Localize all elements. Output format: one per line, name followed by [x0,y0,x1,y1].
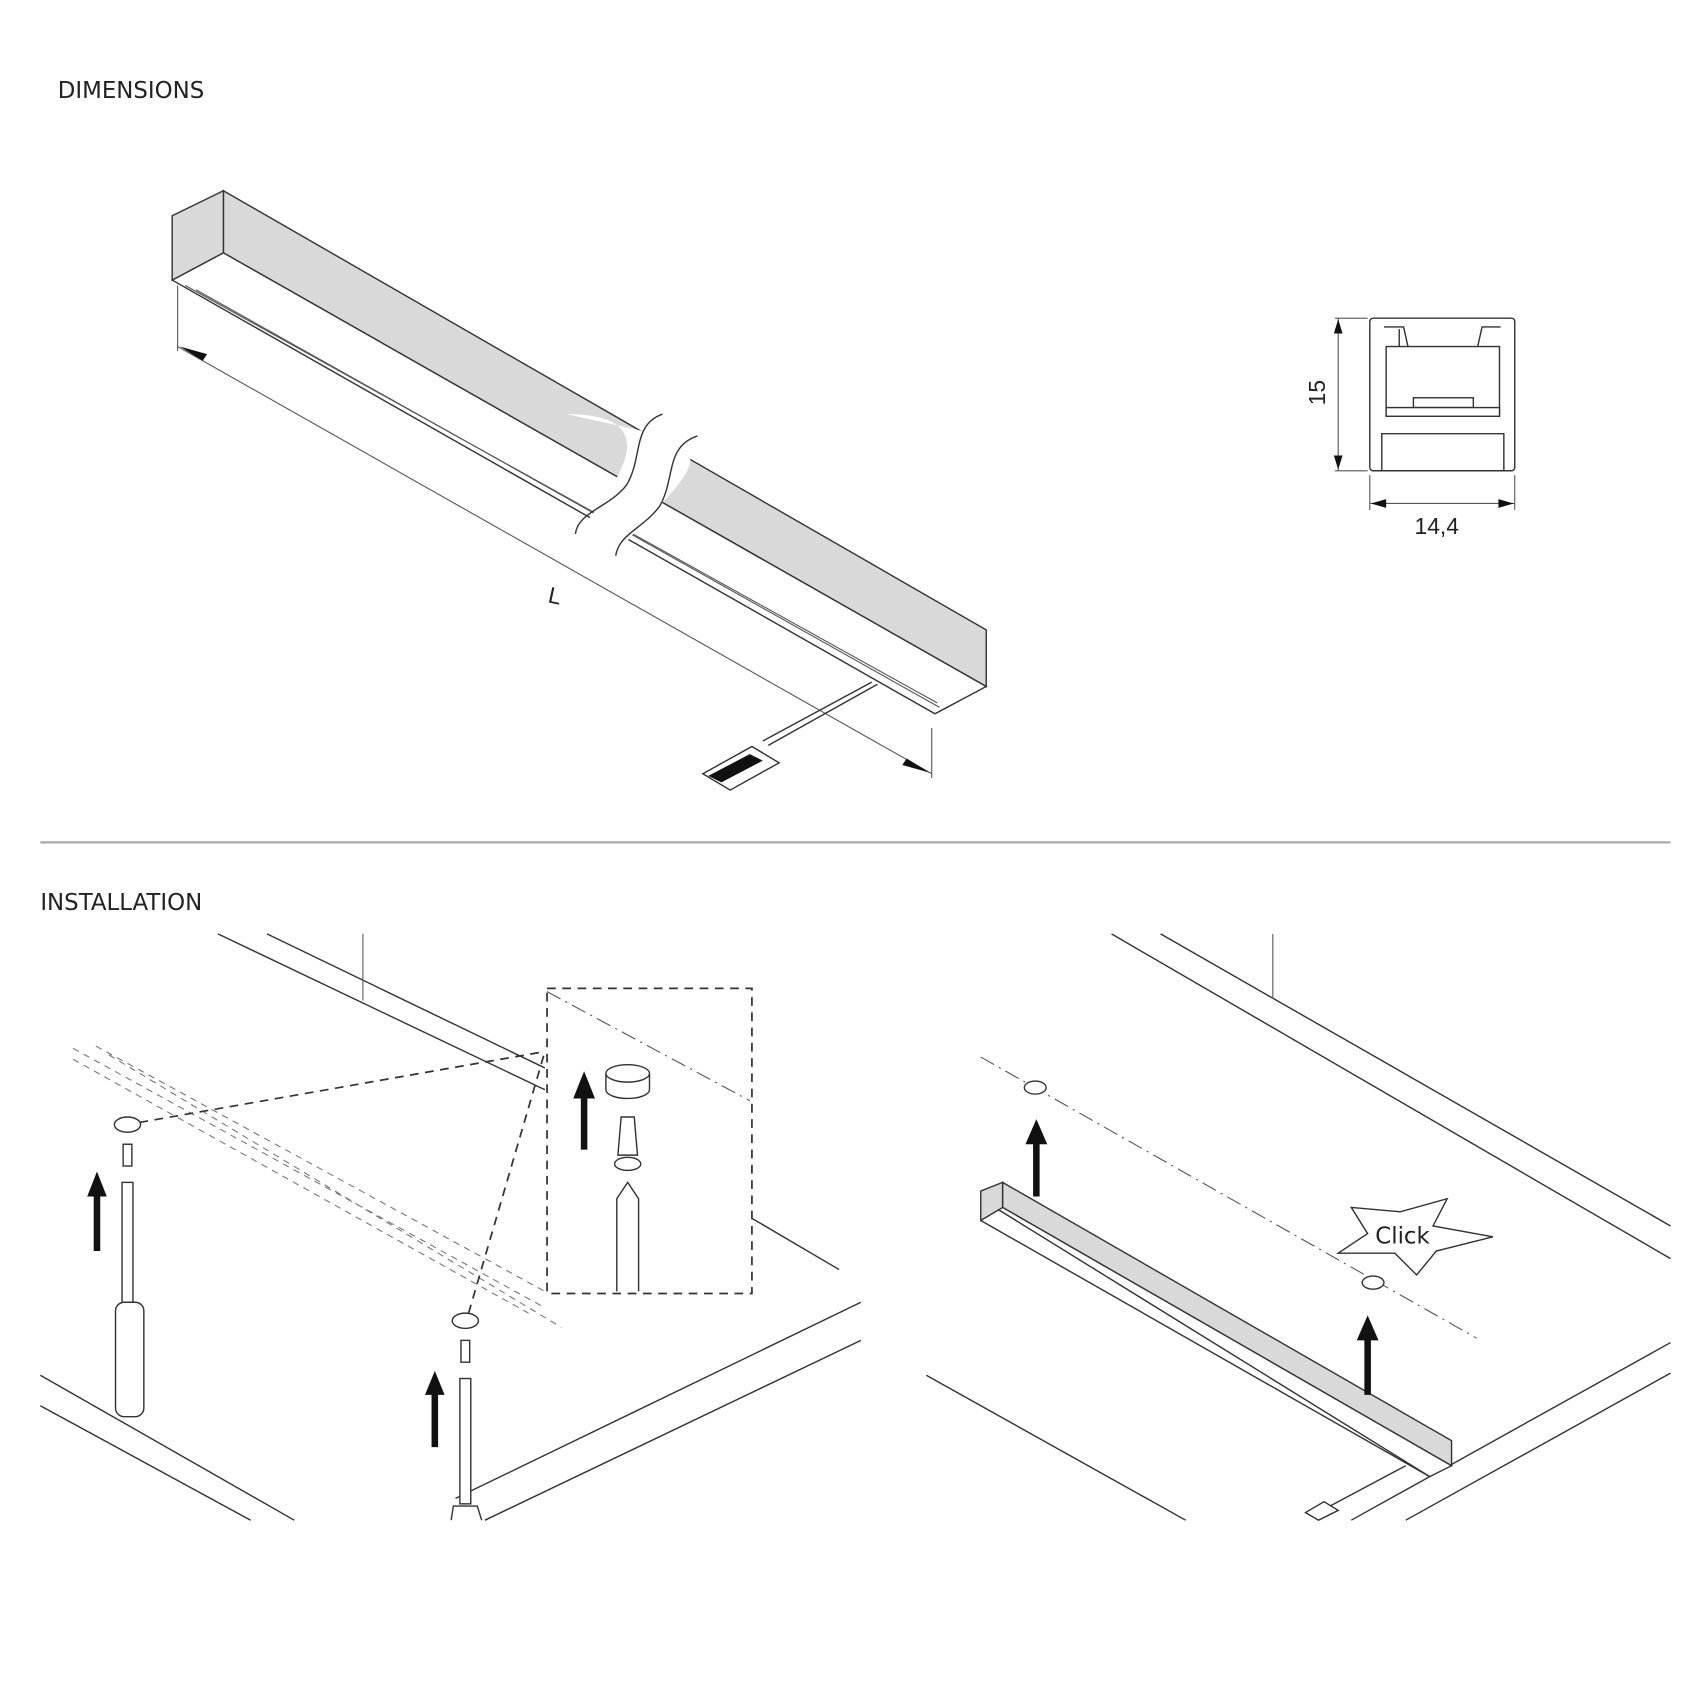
profile-edge [980,1219,1431,1478]
cabinet-edge [1111,933,1671,1260]
profile-side-face [222,189,987,688]
cabinet-edge [484,1339,862,1521]
cabinet-edge [1350,1341,1671,1521]
pcb-base [1385,406,1501,417]
cabinet-edge [1405,1372,1671,1521]
profile-cross-section: 15 14,4 [1304,317,1516,539]
connector-plug [1304,1500,1340,1521]
arrow-up-icon [1356,1315,1379,1395]
screw-head-detail [613,1156,642,1172]
detail-callout-lines [139,1050,546,1314]
mounting-clip [113,1116,142,1133]
cabinet-edge [39,1405,251,1521]
length-dimension-line [177,346,932,775]
installation-step-2: Click [925,933,1671,1521]
profile-end-face [980,1181,1004,1222]
cabinet-edge [1160,933,1671,1227]
screwdriver-handle [114,1301,145,1418]
screw [122,1143,133,1167]
installation-heading: INSTALLATION [40,890,202,916]
dimensions-heading: DIMENSIONS [58,78,205,104]
cable [762,681,873,742]
arrow-up-icon [425,1370,445,1448]
detail-callout-box [546,987,753,1295]
arrow-up-icon [87,1171,107,1252]
cabinet-edge [455,1301,862,1500]
arrow-up-icon [573,1071,595,1150]
screwdriver-handle [450,1505,483,1521]
arrowhead [1370,499,1387,508]
break-line [574,413,663,535]
arrowhead [1333,319,1343,334]
mounting-clip [1023,1080,1047,1095]
led-strip [1412,397,1475,409]
profile-end-face [171,189,225,282]
connector-detail [708,754,763,783]
break-gap [566,414,691,556]
profile-isometric: L [170,189,988,791]
height-label: 15 [1304,380,1330,405]
cable [767,683,878,747]
diffuser-edge [184,285,938,704]
arrowhead [1333,455,1343,470]
screw-detail [617,1116,639,1156]
centre-line [546,991,751,1102]
mounting-clip [451,1312,480,1330]
screwdriver-shaft [121,1181,134,1303]
cabinet-edge [266,933,546,1069]
break-line [615,435,698,556]
centre-line [980,1056,1477,1339]
arrowhead [902,758,930,773]
cable [1323,1465,1407,1510]
cabinet-edge [39,1374,295,1521]
width-label: 14,4 [1414,513,1459,539]
mounting-clip [1361,1275,1385,1290]
mounting-clip-detail [605,1063,651,1083]
cabinet-edge [925,1374,1186,1521]
screw [460,1339,471,1363]
click-label: Click [1375,1223,1430,1249]
cabinet-edge [217,933,546,1091]
diffuser-edge [195,289,940,708]
profile-ghost-outline [72,1045,562,1328]
cabinet-edge [751,1217,840,1271]
profile-bottom-face [170,252,988,715]
screwdriver-shaft [459,1377,472,1505]
click-star-icon [1335,1197,1494,1277]
arrowhead [1498,499,1514,508]
arrowhead [179,346,208,361]
mounting-slot [1381,433,1505,471]
arrow-up-icon [1025,1119,1048,1197]
screwdriver-tip-detail [616,1181,640,1292]
installation-step-1 [39,933,862,1521]
length-label: L [546,582,564,610]
